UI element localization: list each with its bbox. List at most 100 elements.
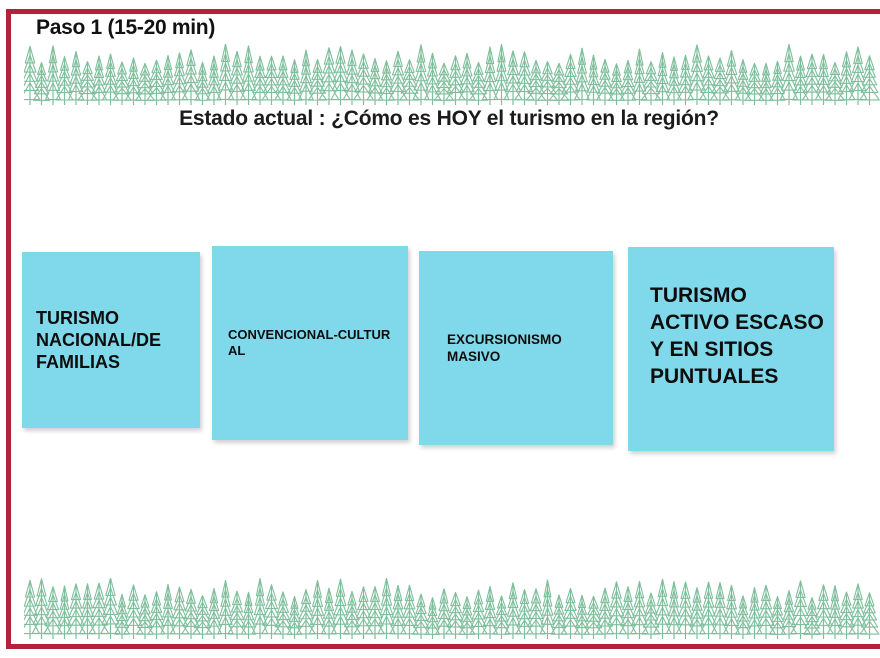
pine-tree-icon [574,47,590,105]
pine-tree-icon [298,49,314,105]
pine-tree-icon [595,587,615,639]
pine-tree-icon [318,47,340,105]
pine-tree-icon [813,584,834,639]
pine-tree-icon [481,46,499,105]
pine-tree-icon [606,581,627,639]
pine-tree-icon [515,589,534,639]
pine-tree-icon [388,50,408,105]
pine-tree-icon [801,53,823,105]
pine-tree-icon [550,594,568,639]
pine-tree-icon [240,591,257,639]
pine-tree-icon [56,585,73,639]
pine-tree-icon [859,592,880,639]
pine-tree-icon [330,45,351,105]
sticky-note-4-text: TURISMO ACTIVO ESCASO Y EN SITIOS PUNTUA… [650,284,824,388]
pine-tree-icon [217,579,234,639]
pine-tree-icon [791,55,810,105]
pine-tree-icon [377,60,396,105]
pine-tree-icon [88,582,110,639]
pine-tree-icon [24,579,41,639]
pine-tree-icon [146,59,167,105]
pine-tree-icon [273,591,293,639]
pine-tree-icon [859,55,880,105]
pine-tree-icon [458,52,476,105]
pine-tree-icon [55,56,74,105]
pine-trees-top-icon [24,44,880,105]
pine-tree-icon [803,597,821,639]
pine-tree-icon [790,580,811,639]
pine-tree-icon [746,587,763,639]
pine-tree-icon [100,578,121,639]
sticky-note-2[interactable]: CONVENCIONAL-CULTURAL [212,246,408,440]
sticky-note-2-text: CONVENCIONAL-CULTURAL [228,327,391,358]
pine-tree-icon [136,594,154,639]
pine-tree-icon [66,583,86,639]
pine-tree-icon [307,59,328,105]
pine-tree-icon [780,590,798,639]
pine-tree-icon [608,63,625,105]
pine-tree-icon [711,582,729,639]
pine-tree-icon [159,55,177,105]
pine-tree-icon [77,61,98,105]
pine-tree-icon [675,581,696,639]
pine-tree-icon [585,54,602,105]
pine-tree-icon [90,55,108,105]
pine-tree-icon [320,587,338,639]
pine-tree-icon [78,583,97,639]
pine-tree-icon [134,62,156,105]
pine-tree-icon [514,51,535,105]
pine-tree-icon [824,62,846,105]
pine-tree-icon [525,588,547,639]
pine-tree-icon [286,596,303,639]
section-heading: Estado actual : ¿Cómo es HOY el turismo … [179,107,719,130]
pine-tree-icon [744,62,765,105]
pine-tree-icon [756,584,776,639]
pine-tree-icon [469,589,488,639]
pine-tree-icon [699,581,718,639]
sticky-note-4[interactable]: TURISMO ACTIVO ESCASO Y EN SITIOS PUNTUA… [628,247,834,451]
pine-tree-icon [435,588,453,639]
pine-tree-icon [666,581,682,639]
pine-tree-icon [67,51,85,105]
pine-tree-icon [240,45,257,105]
pine-tree-icon [433,62,455,105]
pine-tree-icon [102,53,119,105]
pine-tree-icon [654,51,671,105]
pine-tree-icon [274,55,292,105]
pine-tree-icon [181,588,201,639]
pine-tree-icon [548,62,570,105]
pine-tree-icon [192,595,213,639]
sticky-note-3[interactable]: EXCURSIONISMO MASIVO [419,251,613,445]
pine-tree-icon [170,52,189,105]
pine-tree-icon [227,590,247,639]
pine-tree-icon [619,59,637,105]
pine-tree-icon [365,586,385,639]
pine-tree-icon [399,59,420,105]
pine-tree-icon [619,586,637,639]
pine-tree-icon [342,591,362,639]
pine-tree-icon [308,579,327,639]
pine-tree-icon [630,580,649,639]
sticky-note-3-text: EXCURSIONISMO MASIVO [447,332,562,364]
pine-tree-icon [45,45,61,105]
pine-tree-icon [666,56,682,105]
pine-tree-icon [768,596,787,639]
pine-tree-icon [112,61,132,105]
sticky-note-1-text: TURISMO NACIONAL/DE FAMILIAS [36,308,161,372]
pine-tree-icon [503,50,523,105]
pine-tree-icon [206,55,222,105]
pine-tree-icon [194,61,211,105]
pine-tree-icon [688,587,706,639]
pine-tree-icon [251,55,269,105]
pine-trees-bottom-icon [24,578,880,639]
pine-tree-icon [676,54,695,105]
pine-tree-icon [848,46,868,105]
pine-tree-icon [769,60,786,105]
pine-tree-icon [424,597,441,639]
sticky-note-1[interactable]: TURISMO NACIONAL/DE FAMILIAS [22,252,200,428]
pine-tree-icon [169,586,190,639]
pine-tree-icon [653,578,672,639]
pine-tree-icon [445,55,466,105]
pine-tree-icon [377,578,396,639]
pine-tree-icon [583,595,604,639]
